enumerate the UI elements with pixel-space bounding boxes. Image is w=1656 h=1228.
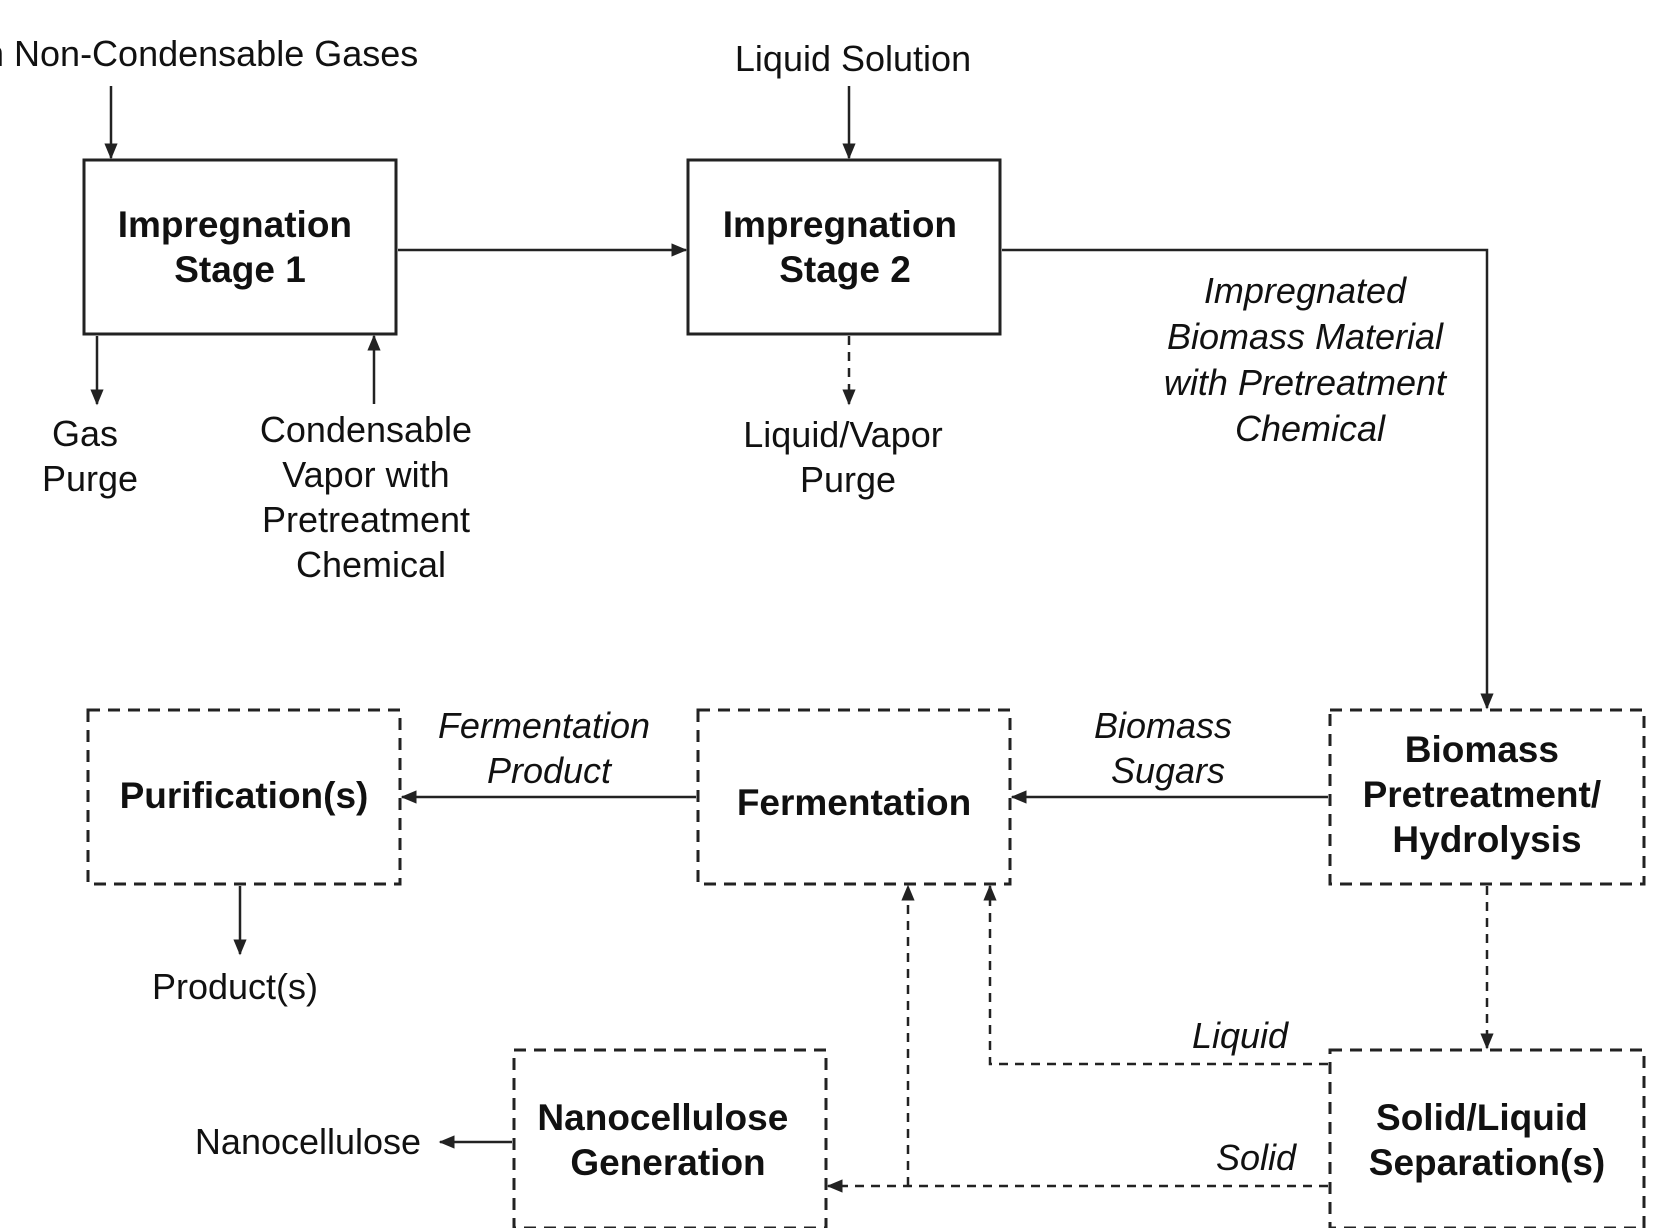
- solid-liquid-separation-title: Solid/Liquid Separation(s): [1369, 1097, 1605, 1183]
- impregnation-stage-1-title: Impregnation Stage 1: [118, 204, 363, 290]
- non-condensable-gases-label: n Non-Condensable Gases: [0, 33, 418, 74]
- impregnation-stage-2-title: Impregnation Stage 2: [723, 204, 968, 290]
- gas-purge-label: Gas Purge: [42, 413, 138, 499]
- liquid-solution-label: Liquid Solution: [735, 38, 971, 79]
- fermentation-title: Fermentation: [737, 782, 971, 823]
- purification-title: Purification(s): [120, 775, 369, 816]
- fermentation-product-label: Fermentation Product: [438, 705, 660, 791]
- liquid-vapor-purge-label: Liquid/Vapor Purge: [743, 414, 953, 500]
- condensable-vapor-label: Condensable Vapor with Pretreatment Chem…: [260, 409, 482, 585]
- solid-liquid-separation-box: [1330, 1050, 1644, 1228]
- biomass-sugars-label: Biomass Sugars: [1094, 705, 1242, 791]
- nanocellulose-generation-box: [514, 1050, 826, 1228]
- liquid-label: Liquid: [1192, 1015, 1289, 1056]
- biomass-pretreatment-title: Biomass Pretreatment/ Hydrolysis: [1363, 729, 1612, 860]
- impregnated-biomass-label: Impregnated Biomass Material with Pretre…: [1164, 270, 1456, 449]
- impregnation-stage-1-box: [84, 160, 396, 334]
- solid-label: Solid: [1216, 1137, 1297, 1178]
- impregnation-stage-2-box: [688, 160, 1000, 334]
- products-label: Product(s): [152, 966, 318, 1007]
- nanocellulose-label: Nanocellulose: [195, 1121, 421, 1162]
- nanocellulose-generation-title: Nanocellulose Generation: [537, 1097, 798, 1183]
